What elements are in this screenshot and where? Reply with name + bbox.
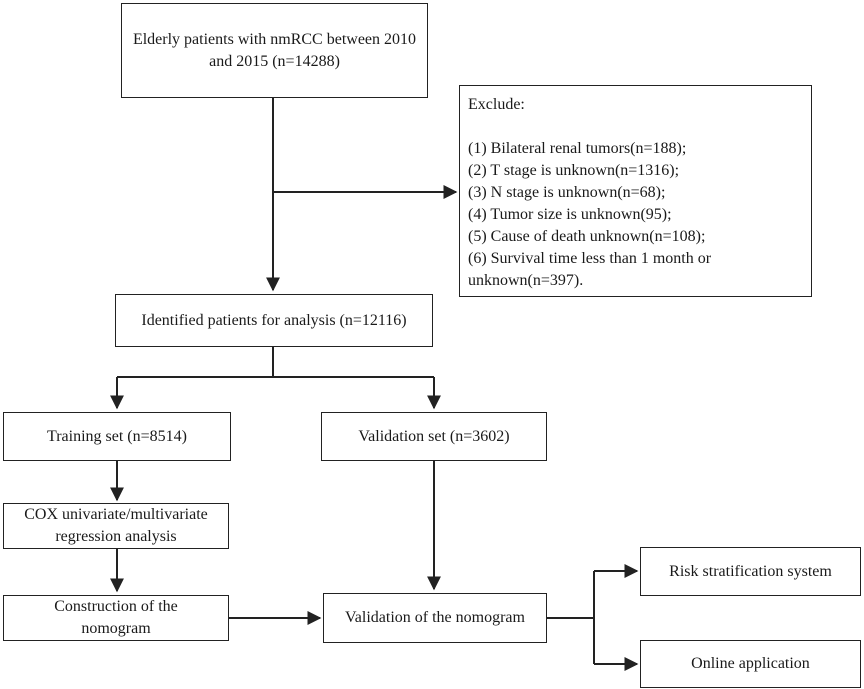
node-validation-nomogram-label: Validation of the nomogram bbox=[345, 609, 525, 626]
exclude-item: (4) Tumor size is unknown(95); bbox=[468, 206, 672, 223]
node-construction-label: Construction of the nomogram bbox=[54, 598, 178, 637]
exclude-item: (2) T stage is unknown(n=1316); bbox=[468, 162, 680, 179]
node-start: Elderly patients with nmRCC between 2010… bbox=[121, 3, 428, 98]
node-identified: Identified patients for analysis (n=1211… bbox=[115, 294, 433, 347]
exclude-item: (1) Bilateral renal tumors(n=188); bbox=[468, 140, 687, 157]
node-construction: Construction of the nomogram bbox=[3, 595, 229, 641]
exclude-list: (1) Bilateral renal tumors(n=188); (2) T… bbox=[468, 138, 803, 292]
node-validation-set: Validation set (n=3602) bbox=[321, 412, 547, 461]
node-training: Training set (n=8514) bbox=[3, 412, 231, 461]
node-validation-nomogram: Validation of the nomogram bbox=[323, 593, 547, 643]
node-training-label: Training set (n=8514) bbox=[47, 427, 187, 445]
exclude-box: Exclude: (1) Bilateral renal tumors(n=18… bbox=[459, 85, 812, 297]
node-cox: COX univariate/multivariate regression a… bbox=[3, 503, 229, 549]
exclude-item: (5) Cause of death unknown(n=108); bbox=[468, 228, 706, 245]
exclude-title: Exclude: bbox=[468, 96, 525, 113]
node-validation-set-label: Validation set (n=3602) bbox=[358, 427, 510, 445]
node-risk: Risk stratification system bbox=[640, 547, 861, 596]
node-start-label: Elderly patients with nmRCC between 2010… bbox=[132, 30, 417, 70]
node-online: Online application bbox=[640, 640, 861, 688]
exclude-item: (6) Survival time less than 1 month or u… bbox=[468, 250, 712, 289]
node-cox-label: COX univariate/multivariate regression a… bbox=[24, 506, 208, 545]
node-risk-label: Risk stratification system bbox=[669, 562, 832, 580]
exclude-item: (3) N stage is unknown(n=68); bbox=[468, 184, 666, 201]
node-identified-label: Identified patients for analysis (n=1211… bbox=[141, 311, 407, 329]
node-online-label: Online application bbox=[691, 655, 810, 672]
